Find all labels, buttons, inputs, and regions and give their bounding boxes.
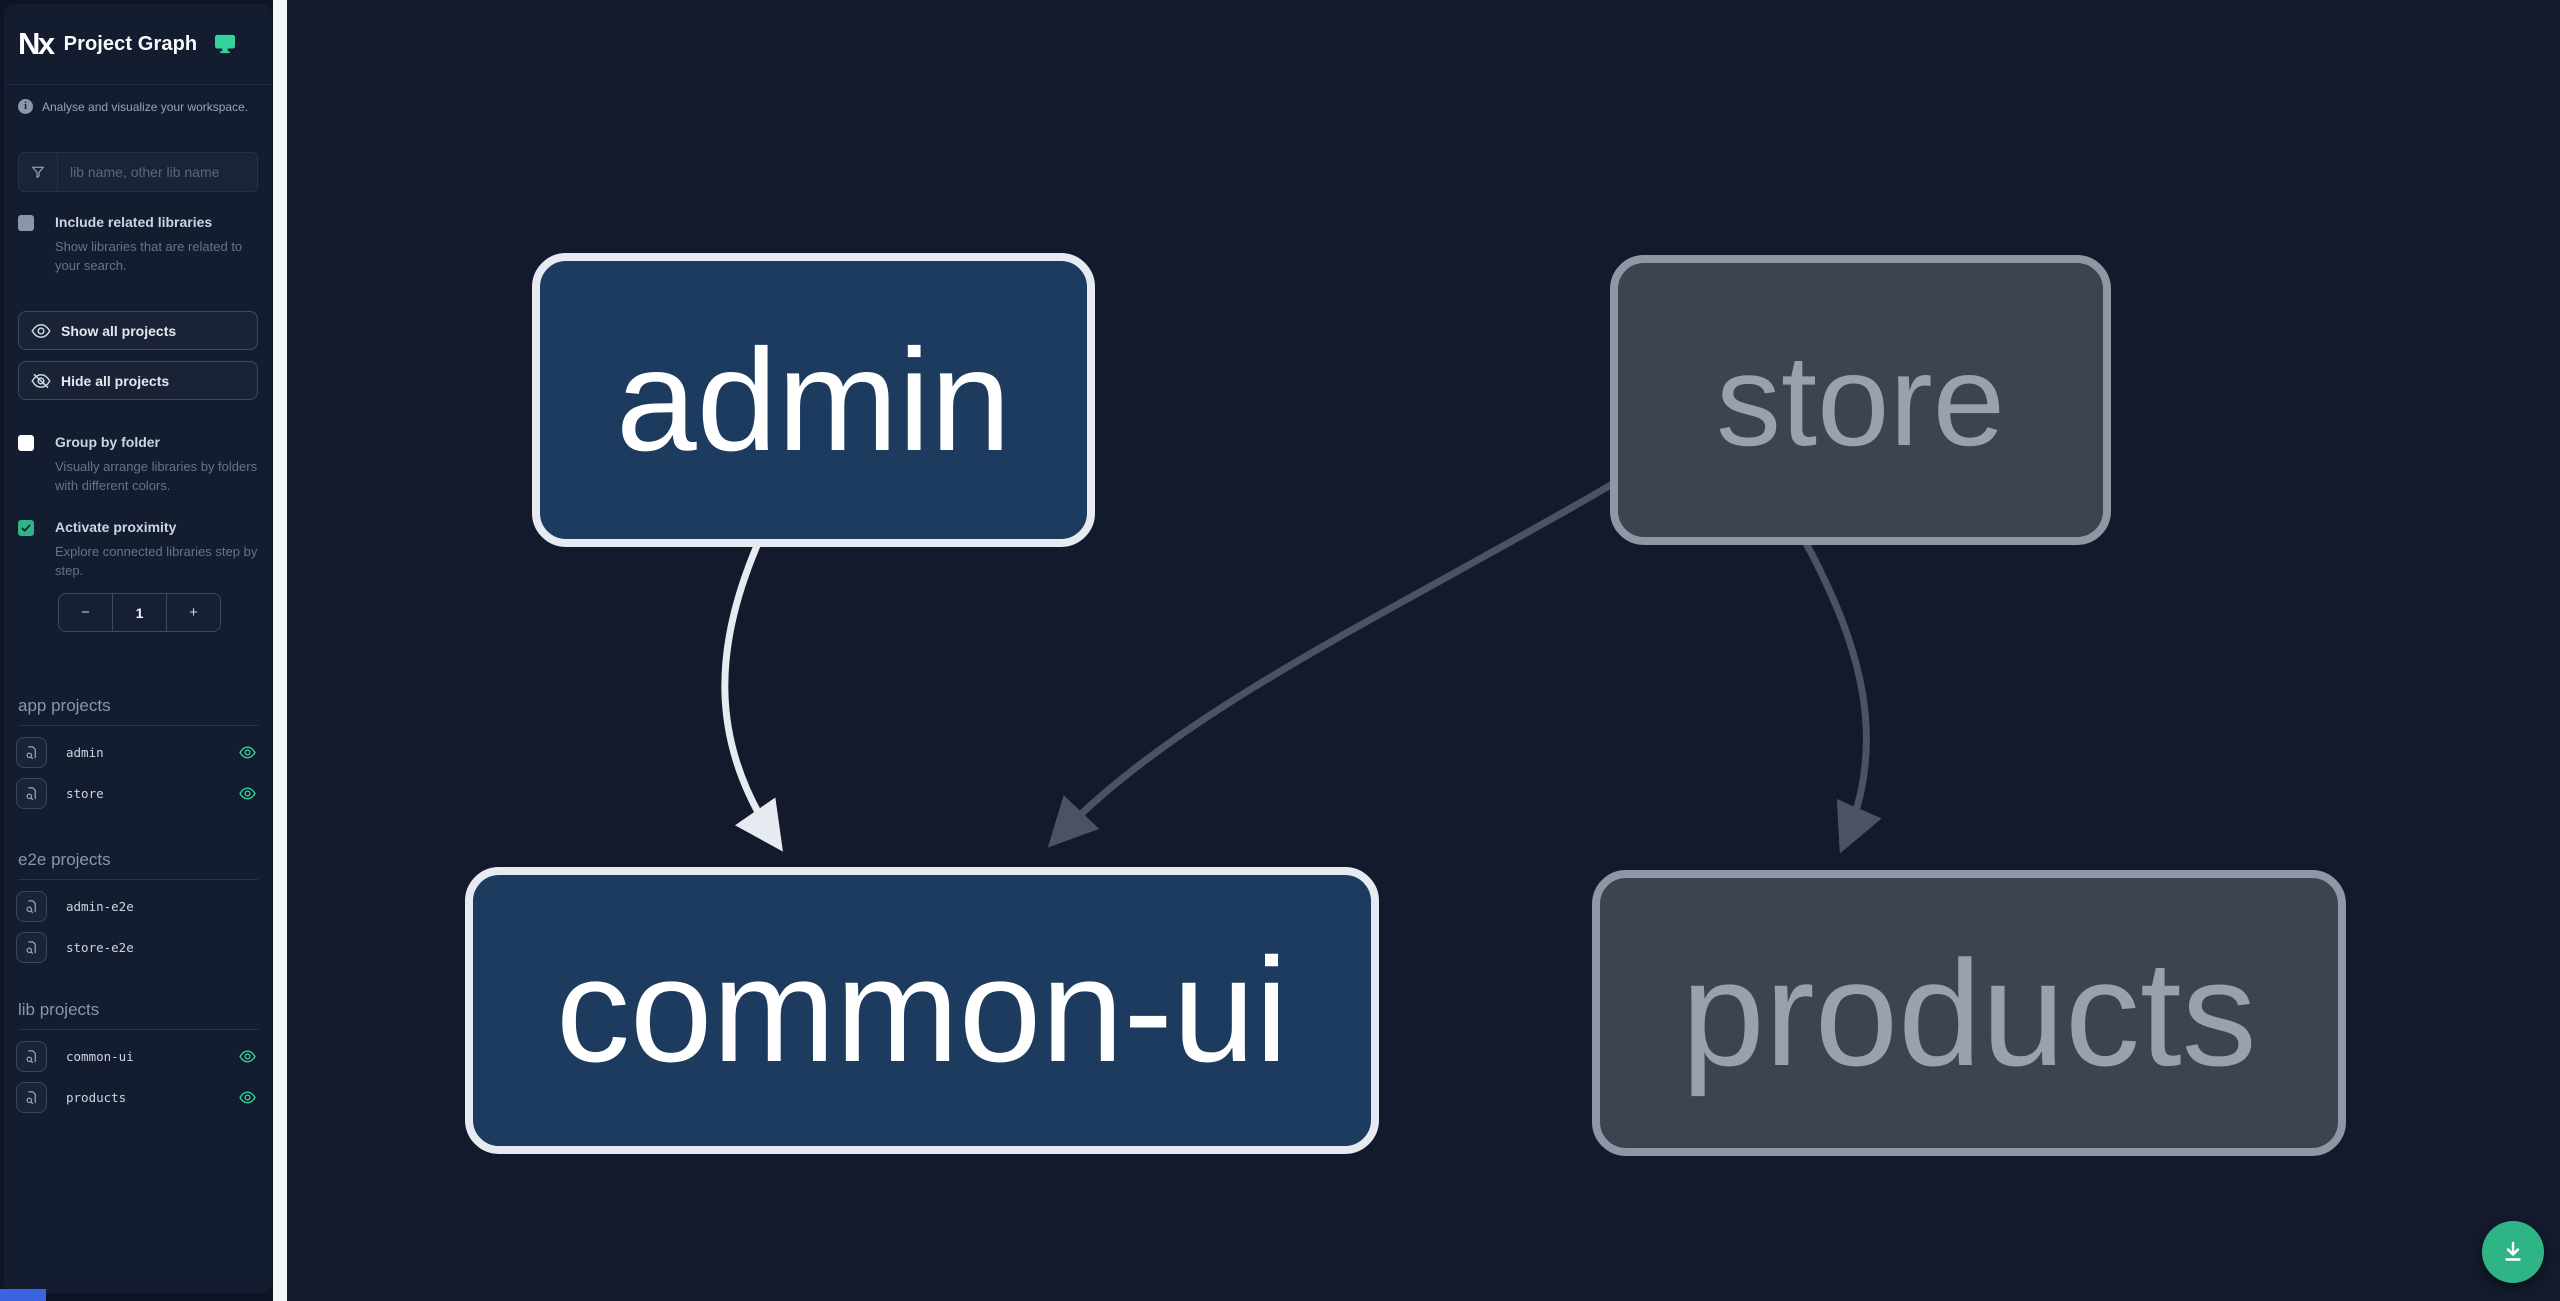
proximity-stepper: − 1 + xyxy=(58,593,221,632)
node-label: store xyxy=(1715,327,2005,473)
project-focus-button[interactable] xyxy=(16,736,47,768)
horizontal-scrollbar-thumb[interactable] xyxy=(0,1289,46,1301)
project-name[interactable]: common-ui xyxy=(66,1048,134,1064)
group-by-folder-checkbox[interactable] xyxy=(18,435,34,451)
project-row-admin: admin xyxy=(16,736,258,768)
section-title: app projects xyxy=(18,696,258,726)
node-label: common-ui xyxy=(556,927,1288,1093)
sidebar-header: Nx Project Graph xyxy=(4,4,272,85)
proximity-increment-button[interactable]: + xyxy=(189,604,198,621)
activate-proximity-checkbox-row[interactable]: Activate proximity Explore connected lib… xyxy=(18,519,258,580)
project-row-store: store xyxy=(16,777,258,809)
node-label: products xyxy=(1681,929,2257,1097)
workspace-tagline: i Analyse and visualize your workspace. xyxy=(18,99,258,114)
project-row-store-e2e: store-e2e xyxy=(16,931,258,963)
graph-node-products[interactable]: products xyxy=(1592,870,2346,1156)
sidebar-resizer[interactable] xyxy=(273,0,287,1301)
checkbox-description: Explore connected libraries step by step… xyxy=(55,544,258,578)
proximity-value: 1 xyxy=(112,594,167,631)
eye-icon[interactable] xyxy=(239,787,256,800)
project-name[interactable]: products xyxy=(66,1089,127,1105)
filter-icon xyxy=(19,153,58,191)
section-lib-projects: lib projects common-ui xyxy=(16,1000,258,1113)
search-box xyxy=(18,152,258,192)
tagline-text: Analyse and visualize your workspace. xyxy=(42,99,249,114)
eye-icon[interactable] xyxy=(239,746,256,759)
edge-store-to-products xyxy=(1796,530,1882,854)
download-icon xyxy=(2500,1239,2526,1265)
graph-node-common-ui[interactable]: common-ui xyxy=(465,867,1379,1154)
monitor-icon xyxy=(214,34,236,54)
button-label: Show all projects xyxy=(61,322,177,339)
info-icon: i xyxy=(18,99,33,114)
project-focus-button[interactable] xyxy=(16,777,47,809)
download-image-button[interactable] xyxy=(2482,1221,2544,1283)
include-related-checkbox-row[interactable]: Include related libraries Show libraries… xyxy=(18,214,258,275)
search-input[interactable] xyxy=(58,153,257,191)
checkbox-description: Show libraries that are related to your … xyxy=(55,239,243,273)
edge-store-to-common-ui xyxy=(1047,478,1618,848)
eye-icon[interactable] xyxy=(239,1050,256,1063)
nx-logo: Nx xyxy=(18,26,55,61)
checkbox-label: Group by folder xyxy=(55,434,160,450)
project-name[interactable]: store-e2e xyxy=(66,939,134,955)
group-by-folder-checkbox-row[interactable]: Group by folder Visually arrange librari… xyxy=(18,434,258,495)
project-focus-button[interactable] xyxy=(16,931,47,963)
section-app-projects: app projects admin xyxy=(16,696,258,809)
project-name[interactable]: admin xyxy=(66,744,104,760)
project-row-common-ui: common-ui xyxy=(16,1040,258,1072)
edge-admin-to-common-ui xyxy=(721,532,783,852)
project-name[interactable]: admin-e2e xyxy=(66,898,134,914)
eye-off-icon xyxy=(31,373,51,389)
show-all-projects-button[interactable]: Show all projects xyxy=(18,311,258,350)
proximity-decrement-button[interactable]: − xyxy=(81,604,90,621)
graph-node-admin[interactable]: admin xyxy=(532,253,1095,547)
section-title: e2e projects xyxy=(18,850,258,880)
project-row-admin-e2e: admin-e2e xyxy=(16,890,258,922)
project-row-products: products xyxy=(16,1081,258,1113)
eye-icon[interactable] xyxy=(239,1091,256,1104)
project-focus-button[interactable] xyxy=(16,1040,47,1072)
button-label: Hide all projects xyxy=(61,372,170,389)
page-title: Project Graph xyxy=(63,32,198,55)
project-focus-button[interactable] xyxy=(16,1081,47,1113)
checkbox-description: Visually arrange libraries by folders wi… xyxy=(55,459,258,493)
sidebar: Nx Project Graph i Analyse and visualize… xyxy=(4,4,272,1293)
graph-node-store[interactable]: store xyxy=(1610,255,2111,545)
checkbox-label: Include related libraries xyxy=(55,214,213,230)
eye-icon xyxy=(31,323,51,339)
checkbox-label: Activate proximity xyxy=(55,519,177,535)
include-related-checkbox[interactable] xyxy=(18,215,34,231)
project-name[interactable]: store xyxy=(66,785,104,801)
hide-all-projects-button[interactable]: Hide all projects xyxy=(18,361,258,400)
section-e2e-projects: e2e projects admin-e2e store-e2e xyxy=(16,850,258,963)
project-focus-button[interactable] xyxy=(16,890,47,922)
node-label: admin xyxy=(616,318,1011,481)
activate-proximity-checkbox[interactable] xyxy=(18,520,34,536)
section-title: lib projects xyxy=(18,1000,258,1030)
